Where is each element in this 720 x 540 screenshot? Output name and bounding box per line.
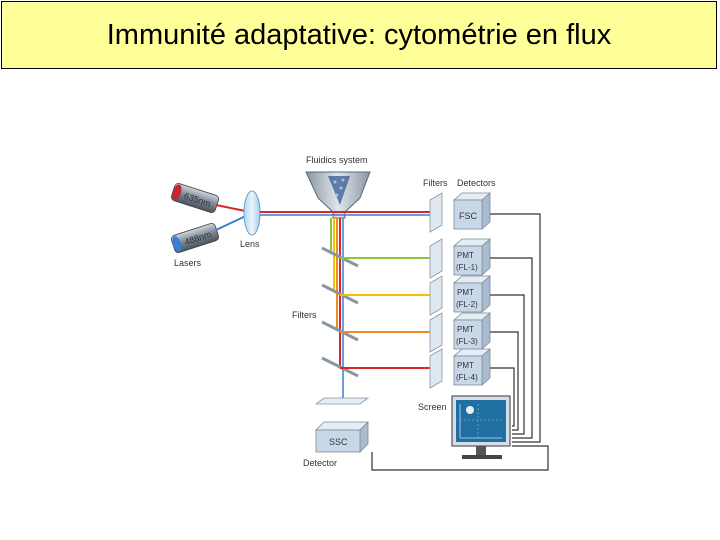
pmt-fl1-box: PMT (FL-1)	[452, 238, 492, 276]
lasers-label: Lasers	[174, 258, 202, 268]
laser-488-tube: 488nm	[170, 222, 220, 254]
pmt-fl3-line1: PMT	[457, 325, 474, 334]
ssc-label: SSC	[329, 437, 348, 447]
pmt-fl3-line2: (FL-3)	[456, 337, 478, 346]
pmt-fl2-line1: PMT	[457, 288, 474, 297]
fluidics-label: Fluidics system	[306, 155, 368, 165]
pmt-fl3-box: PMT (FL-3)	[452, 312, 492, 350]
slide-title-box: Immunité adaptative: cytométrie en flux	[1, 1, 717, 69]
pmt-fl4-line2: (FL-4)	[456, 373, 478, 382]
screen-label: Screen	[418, 402, 447, 412]
filters-mid-label: Filters	[292, 310, 317, 320]
signal-cables	[371, 213, 549, 471]
lens-label: Lens	[240, 239, 260, 249]
fsc-label: FSC	[459, 211, 478, 221]
filter-plates	[429, 192, 443, 389]
ssc-filter-plate	[314, 397, 370, 405]
pmt-fl2-box: PMT (FL-2)	[452, 275, 492, 313]
pmt-fl2-line2: (FL-2)	[456, 300, 478, 309]
ssc-detector-box: SSC	[315, 421, 369, 453]
pmt-fl4-line1: PMT	[457, 361, 474, 370]
detectors-label: Detectors	[457, 178, 496, 188]
laser-635-tube: 635nm	[170, 182, 220, 214]
pmt-fl4-box: PMT (FL-4)	[452, 348, 492, 386]
pmt-fl1-line1: PMT	[457, 251, 474, 260]
slide-title: Immunité adaptative: cytométrie en flux	[106, 18, 612, 51]
detector-bottom-label: Detector	[303, 458, 337, 468]
filters-top-label: Filters	[423, 178, 448, 188]
lens	[243, 190, 261, 236]
fsc-detector-box: FSC	[452, 192, 492, 230]
fluidics-nozzle	[305, 171, 371, 219]
pmt-fl1-line2: (FL-1)	[456, 263, 478, 272]
computer-monitor	[451, 395, 511, 459]
